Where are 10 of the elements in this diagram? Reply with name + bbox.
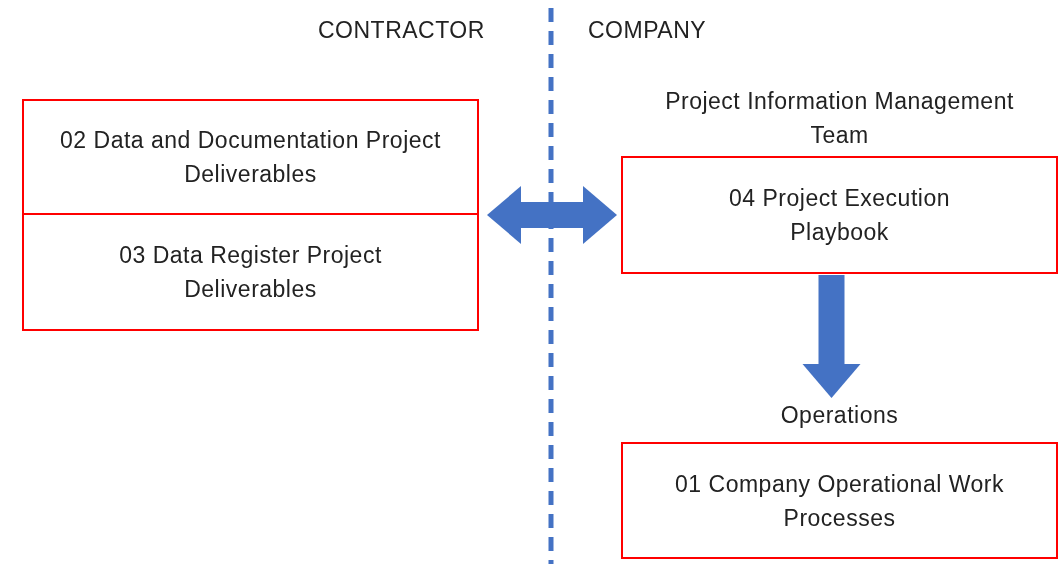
document-box: 01 Company Operational Work Processes	[621, 442, 1058, 559]
block-arrow	[802, 275, 861, 398]
block-arrow	[487, 186, 617, 244]
group-heading: Operations	[779, 401, 900, 430]
document-box: 02 Data and Documentation Project Deliverables	[22, 99, 479, 215]
group-heading: Project Information Management Team	[664, 87, 1015, 150]
document-box: 04 Project Execution Playbook	[621, 156, 1058, 274]
side-label: CONTRACTOR	[318, 17, 485, 44]
document-box: 03 Data Register Project Deliverables	[22, 213, 479, 331]
side-label: COMPANY	[588, 17, 707, 44]
